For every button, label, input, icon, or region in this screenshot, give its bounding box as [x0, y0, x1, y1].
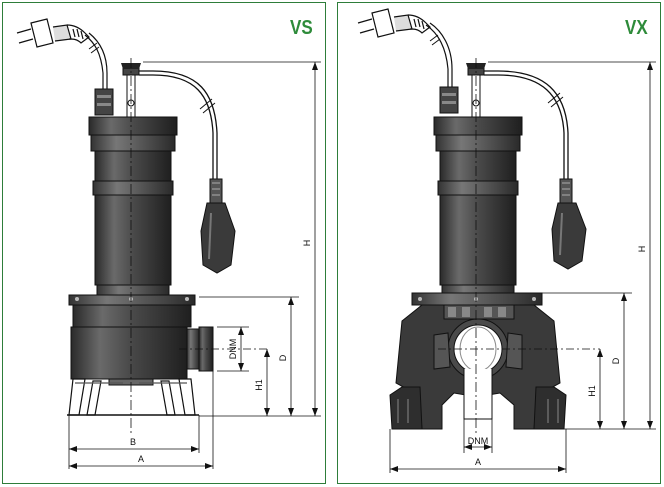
vs-motor-head [88, 116, 178, 136]
vs-motor-body [94, 194, 172, 286]
vs-dim-d-label: D [278, 354, 288, 361]
panel-title-vs: VS [290, 17, 313, 39]
vx-motor-head [433, 116, 523, 136]
vx-dim-d-label: D [611, 357, 621, 364]
panel-vx: VX [337, 2, 661, 484]
vs-float-cable [139, 70, 218, 179]
vx-dim-dnm-label: DNM [468, 436, 489, 446]
vs-pump-housing [70, 326, 188, 380]
vs-power-cable [84, 34, 104, 89]
vs-dimension-arrows [69, 62, 318, 469]
vx-dim-h-label: H [637, 246, 647, 253]
vx-float-cable [484, 70, 569, 179]
vs-support-legs [67, 378, 199, 416]
vx-dimension-arrows [390, 62, 653, 472]
vx-drawing: H D H1 DNM A [357, 8, 656, 473]
vs-dim-dnm-label: DNM [228, 339, 238, 360]
vs-cable-gland [94, 88, 114, 116]
vx-dim-h1-label: H1 [587, 385, 597, 397]
vs-drawing: H D H1 DNM B A [16, 18, 321, 469]
vs-dim-h1-label: H1 [254, 379, 264, 391]
panel-title-vx: VX [625, 17, 648, 39]
vs-float-switch-icon [200, 178, 236, 274]
vs-dim-b-label: B [130, 437, 136, 447]
vs-plug-icon [16, 18, 90, 48]
vx-dim-a-label: A [475, 457, 481, 467]
vx-vortex-base [389, 304, 567, 430]
vx-power-cable [425, 24, 449, 87]
vx-plug-icon [357, 8, 431, 38]
vx-cable-gland [439, 86, 459, 114]
vs-dim-a-label: A [138, 454, 144, 464]
vx-float-switch-icon [551, 178, 587, 270]
panel-vs: VS [2, 2, 326, 484]
vs-dim-h-label: H [302, 240, 312, 247]
vx-motor-body [439, 194, 517, 286]
